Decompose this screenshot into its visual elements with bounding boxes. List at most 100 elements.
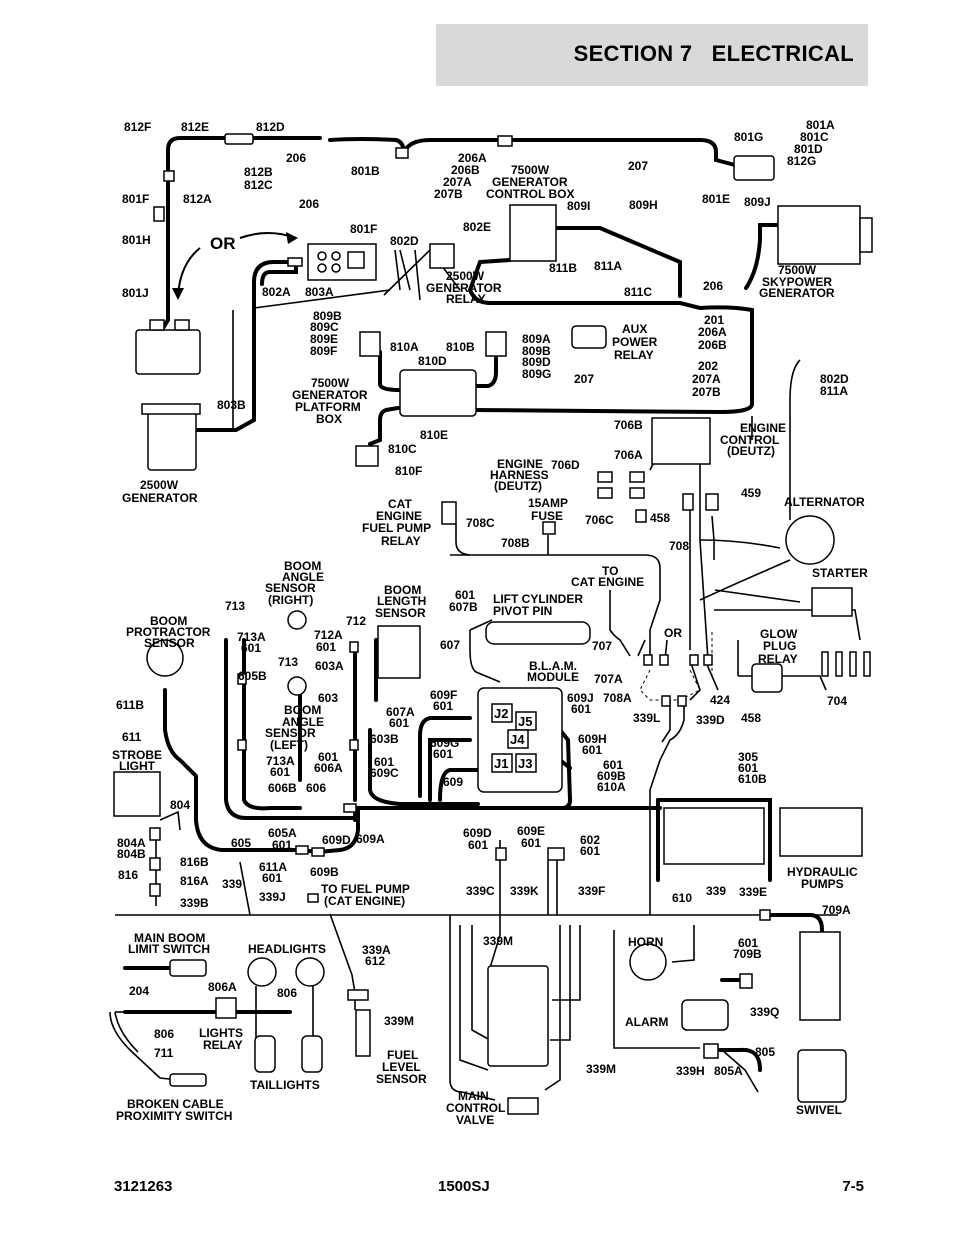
label-601-j: 601	[433, 747, 453, 761]
label-207-top: 207	[628, 159, 648, 173]
label-605B: 605B	[238, 669, 267, 683]
label-708A: 708A	[603, 691, 632, 705]
label-810D: 810D	[418, 354, 447, 368]
label-803B: 803B	[217, 398, 246, 412]
label-plat-4: BOX	[316, 412, 342, 426]
label-802E: 802E	[463, 220, 491, 234]
label-protr-2: PROTRACTOR	[126, 625, 211, 639]
model-name: 1500SJ	[438, 1178, 490, 1195]
label-protr-3: SENSOR	[144, 636, 195, 650]
label-339H: 339H	[676, 1064, 705, 1078]
components	[113, 133, 873, 1115]
label-609E: 609E	[517, 824, 545, 838]
label-811C: 811C	[624, 285, 652, 299]
label-458: 458	[650, 511, 670, 525]
label-339C: 339C	[466, 884, 495, 898]
label-609B: 609B	[597, 769, 626, 783]
label-809D: 809D	[522, 355, 551, 369]
label-609D-2: 609D	[463, 826, 492, 840]
label-707: 707	[592, 639, 612, 653]
label-fuel-lvl-1: FUEL	[387, 1048, 418, 1062]
label-alternator: ALTERNATOR	[784, 495, 865, 509]
label-boom-len-1: BOOM	[384, 583, 421, 597]
label-605A: 605A	[268, 826, 297, 840]
label-boom-r-2: ANGLE	[282, 570, 324, 584]
label-810B: 810B	[446, 340, 475, 354]
label-612: 612	[365, 954, 385, 968]
label-broken-2: PROXIMITY SWITCH	[116, 1109, 232, 1123]
label-206-right: 206	[703, 279, 723, 293]
label-strobe-1: STROBE	[112, 748, 162, 762]
label-601-l: 601	[603, 758, 623, 772]
label-809A: 809A	[522, 332, 551, 346]
label-mcv-2: CONTROL	[446, 1101, 505, 1115]
section-title: SECTION 7 ELECTRICAL	[573, 41, 854, 66]
label-809G: 809G	[522, 367, 551, 381]
label-802D-2: 802D	[820, 372, 849, 386]
label-709B: 709B	[733, 947, 762, 961]
label-704: 704	[827, 694, 847, 708]
label-limit-1: MAIN BOOM	[134, 931, 205, 945]
label-810A: 810A	[390, 340, 419, 354]
label-gen-relay-3: RELAY	[446, 292, 486, 306]
label-806-2: 806	[154, 1027, 174, 1041]
label-603: 603	[318, 691, 338, 705]
label-lights-2: RELAY	[203, 1038, 243, 1052]
label-fuel-pump-2: (CAT ENGINE)	[324, 894, 405, 908]
label-610A: 610A	[597, 780, 626, 794]
label-blam-2: MODULE	[527, 670, 579, 684]
label-aux-2: POWER	[612, 335, 658, 349]
label-809E: 809E	[310, 332, 338, 346]
label-801E: 801E	[702, 192, 730, 206]
label-lift-2: PIVOT PIN	[493, 604, 552, 618]
label-339L: 339L	[633, 711, 660, 725]
label-aux-3: RELAY	[614, 348, 654, 362]
label-458-2: 458	[741, 711, 761, 725]
label-601-r: 601	[262, 871, 282, 885]
label-802A: 802A	[262, 285, 291, 299]
label-or-small: OR	[664, 626, 682, 640]
label-206B: 206B	[451, 163, 480, 177]
label-804: 804	[170, 798, 190, 812]
label-601-s: 601	[738, 936, 758, 950]
label-803A: 803A	[305, 285, 334, 299]
label-starter: STARTER	[812, 566, 868, 580]
label-606: 606	[306, 781, 326, 795]
label-801F: 801F	[122, 192, 149, 206]
label-gen-relay-2: GENERATOR	[426, 281, 502, 295]
label-eng-harn-1: ENGINE	[497, 457, 543, 471]
label-706D: 706D	[551, 458, 580, 472]
label-708C: 708C	[466, 516, 495, 530]
label-603A: 603A	[315, 659, 344, 673]
label-plat-3: PLATFORM	[295, 400, 361, 414]
label-711: 711	[154, 1046, 174, 1060]
label-boom-l-1: BOOM	[284, 703, 321, 717]
label-mcv-1: MAIN	[458, 1089, 489, 1103]
label-305: 305	[738, 750, 758, 764]
label-339M-3: 339M	[586, 1062, 616, 1076]
label-809B: 809B	[313, 309, 342, 323]
label-801D: 801D	[794, 142, 823, 156]
label-709A: 709A	[822, 903, 851, 917]
label-boom-l-2: ANGLE	[282, 715, 324, 729]
label-609A: 609A	[356, 832, 385, 846]
label-603B: 603B	[370, 732, 399, 746]
page-number: 7-5	[842, 1178, 864, 1195]
label-607B: 607B	[449, 600, 478, 614]
label-339A: 339A	[362, 943, 391, 957]
label-horn: HORN	[628, 935, 663, 949]
label-boom-l-4: (LEFT)	[270, 738, 308, 752]
label-810C: 810C	[388, 442, 417, 456]
label-cat-relay-2: ENGINE	[376, 509, 422, 523]
label-gen-relay-1: 2500W	[446, 269, 485, 283]
label-alarm: ALARM	[625, 1015, 668, 1029]
label-to-cat-1: TO	[602, 564, 618, 578]
label-611B: 611B	[116, 698, 144, 712]
label-fuel-lvl-3: SENSOR	[376, 1072, 427, 1086]
label-611: 611	[122, 730, 142, 744]
label-601-q: 601	[580, 844, 600, 858]
label-339J: 339J	[259, 890, 286, 904]
label-339F: 339F	[578, 884, 605, 898]
label-804B: 804B	[117, 847, 146, 861]
label-424: 424	[710, 693, 730, 707]
